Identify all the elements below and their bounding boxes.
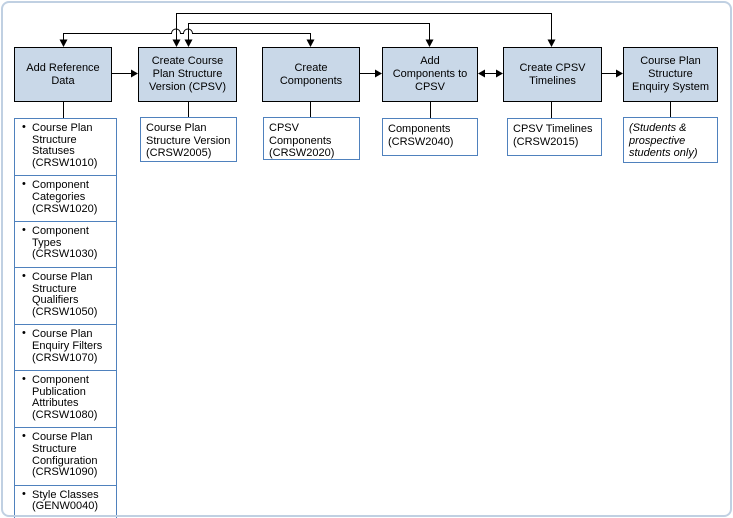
screen-label: Components (CRSW2040) bbox=[388, 123, 454, 148]
connector-task-to-screen-drops bbox=[63, 101, 671, 118]
bullet-icon: • bbox=[22, 121, 26, 133]
bullet-icon: • bbox=[22, 224, 26, 237]
ref-item-crsw1030[interactable]: • Component Types (CRSW1030) bbox=[14, 221, 117, 268]
screen-crsw2005[interactable]: Course Plan Structure Version (CRSW2005) bbox=[140, 117, 237, 162]
ref-item-label: Component Types (CRSW1030) bbox=[32, 225, 98, 261]
task-create-cpsv-timelines[interactable]: Create CPSV Timelines bbox=[503, 47, 602, 102]
connector-reference-to-components bbox=[63, 28, 311, 40]
connector-lines bbox=[63, 13, 671, 118]
bullet-icon: • bbox=[22, 430, 26, 443]
connector-cpsv-to-add-components bbox=[188, 23, 430, 40]
task-label: Course Plan Structure Enquiry System bbox=[631, 55, 710, 93]
screen-crsw2015[interactable]: CPSV Timelines (CRSW2015) bbox=[507, 118, 602, 156]
arrowhead-down-add-components bbox=[425, 39, 434, 47]
arrowhead-right-into-cpsv bbox=[131, 69, 138, 78]
ref-item-label: Component Publication Attributes (CRSW10… bbox=[32, 374, 98, 421]
arrowheads bbox=[59, 39, 623, 78]
ref-item-label: Style Classes (GENW0040) bbox=[32, 488, 99, 513]
arrowhead-down-reference bbox=[59, 39, 68, 47]
arrowhead-right-into-timelines bbox=[496, 69, 503, 78]
ref-item-label: Course Plan Structure Configuration (CRS… bbox=[32, 431, 98, 479]
ref-item-genw0040[interactable]: • Style Classes (GENW0040) bbox=[14, 484, 117, 518]
screen-crsw2040[interactable]: Components (CRSW2040) bbox=[382, 118, 478, 156]
bullet-icon: • bbox=[22, 487, 26, 500]
screen-students-note: (Students & prospective students only) bbox=[623, 117, 718, 163]
ref-item-label: Course Plan Structure Statuses (CRSW1010… bbox=[32, 122, 98, 169]
screen-crsw2020[interactable]: CPSV Components (CRSW2020) bbox=[263, 117, 360, 160]
arrowhead-right-into-enquiry bbox=[616, 69, 623, 78]
reference-data-list: • Course Plan Structure Statuses (CRSW10… bbox=[14, 118, 117, 518]
task-label: Create Components bbox=[279, 61, 343, 87]
bullet-icon: • bbox=[22, 178, 26, 191]
ref-item-label: Course Plan Enquiry Filters (CRSW1070) bbox=[32, 328, 103, 364]
bullet-icon: • bbox=[22, 327, 26, 340]
screen-label: Course Plan Structure Version (CRSW2005) bbox=[146, 122, 231, 159]
ref-item-crsw1080[interactable]: • Component Publication Attributes (CRSW… bbox=[14, 370, 117, 429]
arrowhead-left-into-add-components bbox=[478, 69, 485, 78]
arrowhead-down-timelines bbox=[547, 39, 556, 47]
ref-item-crsw1010[interactable]: • Course Plan Structure Statuses (CRSW10… bbox=[14, 118, 117, 177]
task-create-components[interactable]: Create Components bbox=[262, 47, 360, 102]
task-add-reference-data[interactable]: Add Reference Data bbox=[14, 47, 112, 102]
task-label: Create Course Plan Structure Version (CP… bbox=[148, 55, 227, 93]
screen-label: CPSV Timelines (CRSW2015) bbox=[513, 123, 593, 148]
task-enquiry-system[interactable]: Course Plan Structure Enquiry System bbox=[623, 47, 718, 102]
task-label: Create CPSV Timelines bbox=[519, 61, 586, 87]
arrowhead-down-components bbox=[306, 39, 315, 47]
arrowhead-down-cpsv-2 bbox=[184, 39, 193, 47]
ref-item-crsw1020[interactable]: • Component Categories (CRSW1020) bbox=[14, 175, 117, 223]
ref-item-crsw1050[interactable]: • Course Plan Structure Qualifiers (CRSW… bbox=[14, 266, 117, 326]
bullet-icon: • bbox=[22, 373, 26, 386]
ref-item-crsw1070[interactable]: • Course Plan Enquiry Filters (CRSW1070) bbox=[14, 324, 117, 372]
ref-item-crsw1090[interactable]: • Course Plan Structure Configuration (C… bbox=[14, 427, 117, 486]
screen-label: CPSV Components (CRSW2020) bbox=[269, 122, 335, 159]
ref-item-label: Course Plan Structure Qualifiers (CRSW10… bbox=[32, 270, 98, 318]
task-create-cpsv[interactable]: Create Course Plan Structure Version (CP… bbox=[138, 47, 237, 102]
task-add-components-to-cpsv[interactable]: Add Components to CPSV bbox=[382, 47, 478, 102]
bullet-icon: • bbox=[22, 269, 26, 282]
arrowhead-right-into-add-components bbox=[375, 69, 382, 78]
screen-label: (Students & prospective students only) bbox=[629, 122, 698, 159]
connector-cpsv-to-timelines bbox=[176, 13, 552, 40]
arrowhead-down-cpsv-1 bbox=[172, 39, 181, 47]
task-label: Add Reference Data bbox=[26, 61, 100, 87]
ref-item-label: Component Categories (CRSW1020) bbox=[32, 179, 98, 215]
task-label: Add Components to CPSV bbox=[392, 55, 468, 93]
